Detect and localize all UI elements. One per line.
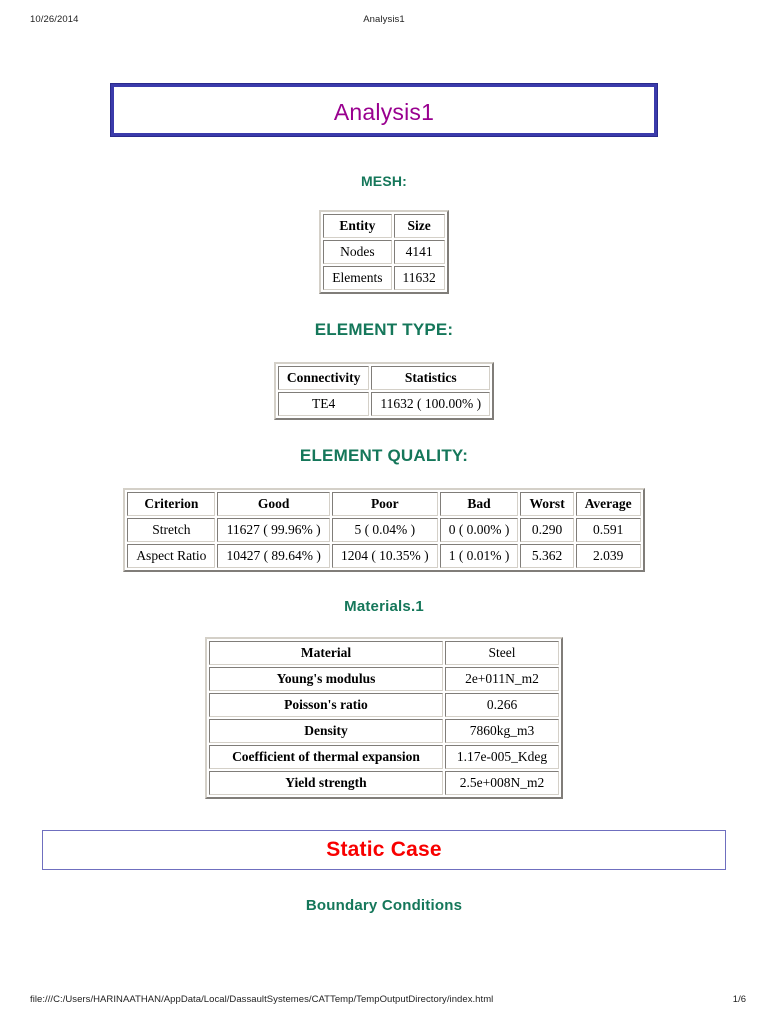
- table-row: Nodes 4141: [323, 240, 445, 264]
- material-table: Material Steel Young's modulus 2e+011N_m…: [205, 637, 563, 799]
- material-value-yield-strength: 2.5e+008N_m2: [445, 771, 559, 795]
- mesh-header-size: Size: [393, 214, 445, 238]
- elemtype-header-statistics: Statistics: [371, 366, 491, 390]
- table-row: Poisson's ratio 0.266: [209, 693, 559, 717]
- quality-stretch-worst: 0.290: [520, 518, 574, 542]
- analysis-title-banner: Analysis1: [110, 83, 658, 137]
- table-row: Density 7860kg_m3: [209, 719, 559, 743]
- elemtype-cell-statistics: 11632 ( 100.00% ): [371, 392, 491, 416]
- print-footer-url: file:///C:/Users/HARINAATHAN/AppData/Loc…: [30, 994, 494, 1005]
- elemtype-cell-connectivity: TE4: [277, 392, 370, 416]
- quality-aspect-worst: 5.362: [520, 544, 574, 568]
- table-row: Stretch 11627 ( 99.96% ) 5 ( 0.04% ) 0 (…: [127, 518, 641, 542]
- static-case-banner: Static Case: [42, 830, 726, 870]
- quality-aspect-bad: 1 ( 0.01% ): [439, 544, 519, 568]
- section-heading-boundary-conditions: Boundary Conditions: [305, 897, 463, 914]
- table-row: Young's modulus 2e+011N_m2: [209, 667, 559, 691]
- quality-stretch-average: 0.591: [575, 518, 641, 542]
- table-row: Coefficient of thermal expansion 1.17e-0…: [209, 745, 559, 769]
- mesh-cell-entity-nodes: Nodes: [323, 240, 392, 264]
- print-footer: file:///C:/Users/HARINAATHAN/AppData/Loc…: [0, 994, 768, 1010]
- table-row: Elements 11632: [323, 266, 445, 290]
- material-label-youngs-modulus: Young's modulus: [209, 667, 443, 691]
- table-header-row: Connectivity Statistics: [277, 366, 491, 390]
- material-value-material: Steel: [445, 641, 559, 665]
- mesh-table-wrap: Entity Size Nodes 4141 Elements 11632: [0, 189, 768, 294]
- quality-header-average: Average: [575, 492, 641, 516]
- element-type-table: Connectivity Statistics TE4 11632 ( 100.…: [273, 362, 495, 420]
- mesh-cell-size-elements: 11632: [393, 266, 445, 290]
- table-row: Material Steel: [209, 641, 559, 665]
- print-date: 10/26/2014: [30, 14, 79, 25]
- report-document: Analysis1 MESH: Entity Size Nodes 4141 E…: [0, 83, 768, 914]
- material-value-density: 7860kg_m3: [445, 719, 559, 743]
- table-row: Yield strength 2.5e+008N_m2: [209, 771, 559, 795]
- analysis-title-text: Analysis1: [333, 99, 435, 125]
- material-table-wrap: Material Steel Young's modulus 2e+011N_m…: [0, 615, 768, 799]
- elemtype-header-connectivity: Connectivity: [277, 366, 370, 390]
- element-quality-table-wrap: Criterion Good Poor Bad Worst Average St…: [0, 466, 768, 572]
- table-row: Aspect Ratio 10427 ( 89.64% ) 1204 ( 10.…: [127, 544, 641, 568]
- print-footer-page-number: 1/6: [732, 994, 746, 1005]
- material-label-yield-strength: Yield strength: [209, 771, 443, 795]
- material-label-thermal-expansion: Coefficient of thermal expansion: [209, 745, 443, 769]
- mesh-header-entity: Entity: [323, 214, 392, 238]
- mesh-cell-entity-elements: Elements: [323, 266, 392, 290]
- table-header-row: Criterion Good Poor Bad Worst Average: [127, 492, 641, 516]
- quality-header-poor: Poor: [331, 492, 438, 516]
- quality-aspect-criterion: Aspect Ratio: [127, 544, 216, 568]
- quality-header-good: Good: [217, 492, 330, 516]
- static-case-text: Static Case: [326, 838, 442, 861]
- material-label-poissons-ratio: Poisson's ratio: [209, 693, 443, 717]
- section-heading-element-type: ELEMENT TYPE:: [314, 320, 454, 339]
- quality-header-criterion: Criterion: [127, 492, 216, 516]
- print-header: 10/26/2014 Analysis1: [0, 14, 768, 30]
- quality-aspect-average: 2.039: [575, 544, 641, 568]
- material-value-poissons-ratio: 0.266: [445, 693, 559, 717]
- section-heading-mesh: MESH:: [360, 173, 408, 189]
- element-quality-table: Criterion Good Poor Bad Worst Average St…: [123, 488, 645, 572]
- table-header-row: Entity Size: [323, 214, 445, 238]
- quality-header-worst: Worst: [520, 492, 574, 516]
- mesh-table: Entity Size Nodes 4141 Elements 11632: [319, 210, 449, 294]
- material-value-youngs-modulus: 2e+011N_m2: [445, 667, 559, 691]
- quality-aspect-poor: 1204 ( 10.35% ): [331, 544, 438, 568]
- quality-aspect-good: 10427 ( 89.64% ): [217, 544, 330, 568]
- material-label-density: Density: [209, 719, 443, 743]
- element-type-table-wrap: Connectivity Statistics TE4 11632 ( 100.…: [0, 340, 768, 420]
- table-row: TE4 11632 ( 100.00% ): [277, 392, 491, 416]
- material-label-material: Material: [209, 641, 443, 665]
- section-heading-element-quality: ELEMENT QUALITY:: [299, 446, 469, 465]
- quality-stretch-good: 11627 ( 99.96% ): [217, 518, 330, 542]
- mesh-cell-size-nodes: 4141: [393, 240, 445, 264]
- quality-stretch-poor: 5 ( 0.04% ): [331, 518, 438, 542]
- quality-header-bad: Bad: [439, 492, 519, 516]
- quality-stretch-criterion: Stretch: [127, 518, 216, 542]
- material-value-thermal-expansion: 1.17e-005_Kdeg: [445, 745, 559, 769]
- quality-stretch-bad: 0 ( 0.00% ): [439, 518, 519, 542]
- print-header-title: Analysis1: [363, 14, 405, 25]
- section-heading-materials: Materials.1: [344, 598, 424, 615]
